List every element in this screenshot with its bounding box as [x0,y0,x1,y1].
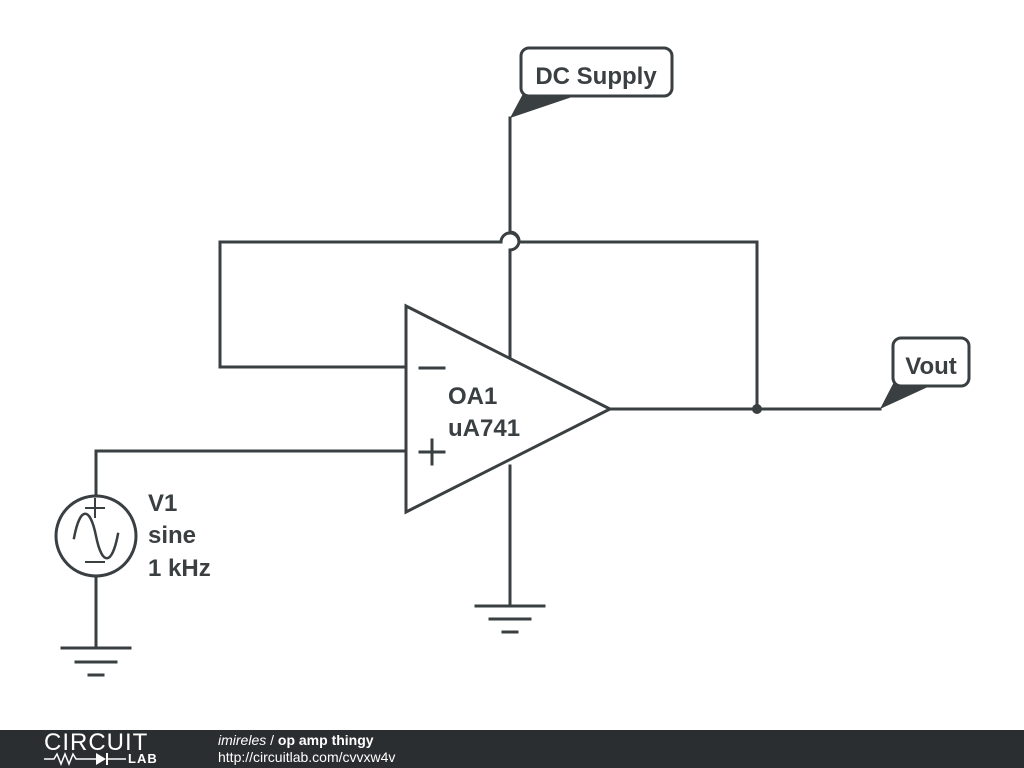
meta-separator: / [266,732,278,748]
input-wire [94,449,408,498]
author-link[interactable]: imireles [218,732,267,748]
source-frequency-label: 1 kHz [148,555,211,582]
feedback-wire [218,231,759,411]
sine-wave-icon [72,512,120,560]
source-name-label: V1 [148,490,177,517]
ground-icon [60,646,132,677]
circuit-schematic: OA1 uA741 V1 sine 1 kHz DC Supply Vout [54,46,971,677]
circuit-url-link[interactable]: http://circuitlab.com/cvvxw4v [218,749,396,765]
opamp-symbol[interactable] [404,303,614,515]
output-junction-dot [752,404,762,414]
dc-supply-label: DC Supply [535,63,657,90]
opamp-model-label: uA741 [448,415,520,442]
logo-lab-text: LAB [128,751,158,766]
opamp-name-label: OA1 [448,383,497,410]
circuitlab-logo[interactable]: CIRCUIT [44,729,149,756]
vout-label: Vout [905,353,957,380]
vout-net-tag[interactable]: Vout [880,336,971,409]
circuit-title[interactable]: op amp thingy [277,732,374,748]
source-type-label: sine [148,522,196,549]
resistor-diode-icon [44,752,126,766]
circuit-meta: imireles / op amp thingy http://circuitl… [218,732,395,766]
dc-supply-net-tag[interactable]: DC Supply [510,46,674,118]
footer-bar: CIRCUIT LAB imireles / op amp thingy htt… [0,730,1024,768]
sine-source-symbol[interactable] [54,494,138,578]
ground-icon [474,604,546,634]
